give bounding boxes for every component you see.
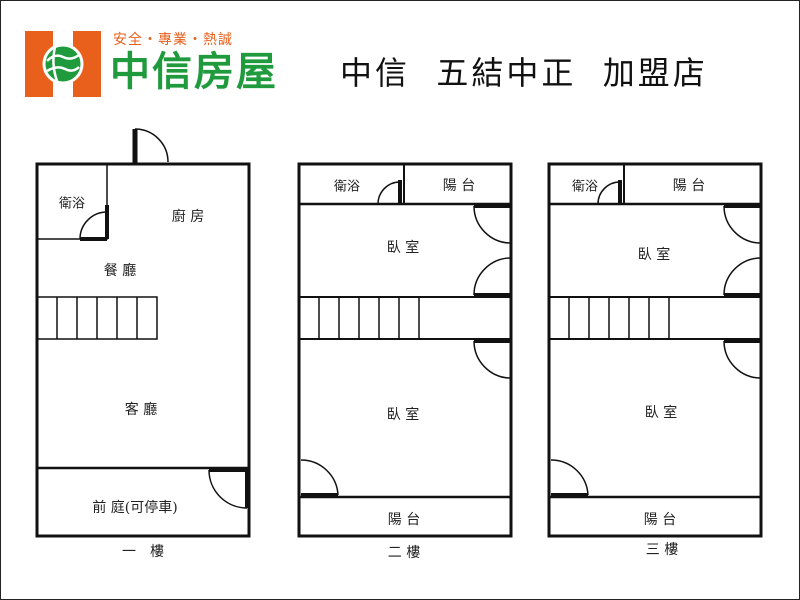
room-label-dining: 餐 廳 bbox=[103, 263, 137, 279]
room-label-bedroom: 臥 室 bbox=[386, 240, 420, 256]
first-floor-outline bbox=[35, 162, 251, 538]
third-floor-outline bbox=[547, 162, 763, 538]
door-swing bbox=[550, 459, 589, 496]
door-swing bbox=[473, 205, 512, 244]
floor-plan-second bbox=[297, 162, 513, 538]
door-swing bbox=[134, 128, 169, 163]
room-label-balcony: 陽 台 bbox=[643, 512, 677, 528]
store-title: 中信 五結中正 加盟店 bbox=[340, 54, 708, 92]
door-swing bbox=[79, 211, 108, 240]
room-label-bedroom: 臥 室 bbox=[637, 247, 671, 263]
room-label-living: 客 廳 bbox=[124, 402, 158, 418]
second-floor-stairs bbox=[298, 296, 420, 340]
floor-plan-first bbox=[35, 128, 251, 538]
floor-plan-third bbox=[547, 162, 763, 538]
room-label-bath: 衛浴 bbox=[58, 196, 86, 212]
floor-caption-first: 一 樓 bbox=[122, 544, 164, 560]
globe-house-icon bbox=[25, 31, 101, 97]
room-label-bath: 衛浴 bbox=[571, 179, 599, 195]
door-swing bbox=[473, 340, 512, 379]
door-swing bbox=[597, 181, 621, 205]
room-label-kitchen: 廚 房 bbox=[171, 209, 205, 225]
floor-caption-second: 二 樓 bbox=[387, 545, 421, 561]
door-swing bbox=[377, 181, 401, 205]
room-label-balcony: 陽 台 bbox=[387, 512, 421, 528]
room-label-balcony: 陽 台 bbox=[672, 178, 706, 194]
door-swing bbox=[723, 340, 762, 379]
brand-slogan: 安全・專業・熱誠 bbox=[113, 32, 233, 48]
second-floor-outline bbox=[297, 162, 513, 538]
door-swing bbox=[723, 257, 762, 296]
door-swing bbox=[208, 469, 248, 509]
door-swing bbox=[300, 459, 339, 496]
brand-name: 中信房屋 bbox=[110, 49, 278, 95]
first-floor-stairs bbox=[36, 296, 158, 340]
third-floor-stairs bbox=[548, 296, 670, 340]
door-swing bbox=[473, 257, 512, 296]
room-label-front-yard: 前 庭(可停車) bbox=[92, 500, 178, 516]
door-swing bbox=[723, 205, 762, 244]
room-label-bedroom: 臥 室 bbox=[386, 407, 420, 423]
floor-caption-third: 三 樓 bbox=[645, 542, 679, 558]
room-label-bedroom: 臥 室 bbox=[644, 405, 678, 421]
room-label-bath: 衛浴 bbox=[333, 179, 361, 195]
room-label-balcony: 陽 台 bbox=[442, 178, 476, 194]
